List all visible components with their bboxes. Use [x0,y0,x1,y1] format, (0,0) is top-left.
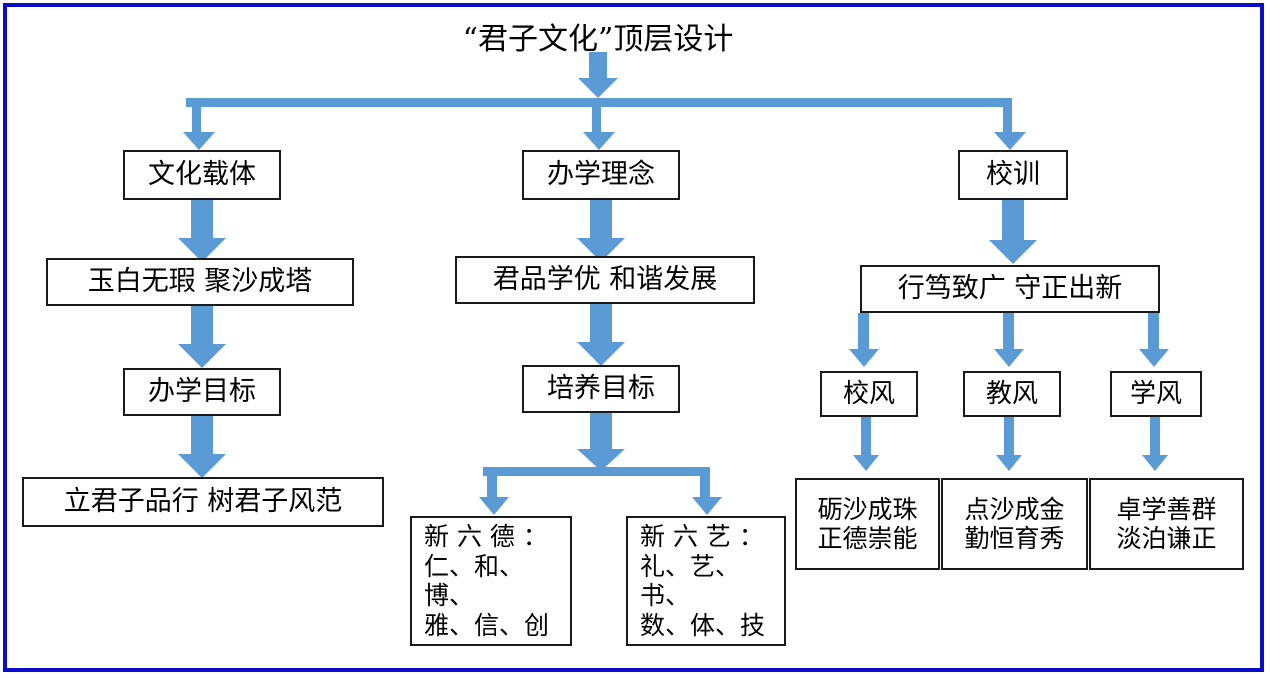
arrow-to-study-spirit [1139,313,1175,371]
node-junzi-conduct[interactable]: 立君子品行 树君子风范 [22,477,384,527]
arrow-culture-carrier-to-jade [178,200,226,262]
node-teaching-spirit-text[interactable]: 点沙成金 勤恒育秀 [941,478,1088,570]
arrow-philosophy-to-junpin [577,200,625,262]
node-xingdu-zhiguang[interactable]: 行笃致广 守正出新 [860,265,1160,313]
node-school-spirit-label[interactable]: 校风 [820,371,918,417]
arrow-junpin-to-cultivation [577,304,625,366]
cultivation-bus-bar [483,467,706,476]
node-study-spirit-text[interactable]: 卓学善群 淡泊谦正 [1089,478,1244,570]
node-culture-carrier[interactable]: 文化载体 [123,150,281,200]
arrow-to-culture-carrier [183,98,218,150]
arrow-study-spirit-to-text [1142,417,1172,475]
node-school-motto[interactable]: 校训 [958,150,1068,200]
page-title: “君子文化”顶层设计 [462,22,734,57]
arrow-jade-to-school-goal [178,306,226,368]
arrow-school-spirit-to-text [853,417,883,475]
node-cultivation-goal[interactable]: 培养目标 [522,365,680,413]
node-jade-pure[interactable]: 玉白无瑕 聚沙成塔 [46,258,354,306]
node-school-philosophy[interactable]: 办学理念 [522,150,680,200]
arrow-school-goal-to-conduct [178,416,226,478]
node-study-spirit-label[interactable]: 学风 [1110,371,1202,417]
arrow-to-new-six-virtues [479,467,515,517]
node-school-goal[interactable]: 办学目标 [123,368,281,416]
arrow-to-teaching-spirit [994,313,1030,371]
node-school-spirit-text[interactable]: 砺沙成珠 正德崇能 [795,478,940,570]
node-new-six-arts[interactable]: 新 六 艺 ： 礼、艺、书、 数、体、技 [626,516,786,646]
node-teaching-spirit-label[interactable]: 教风 [963,371,1061,417]
arrow-to-new-six-arts [692,467,728,517]
arrow-cultivation-to-split [577,413,625,473]
arrow-teaching-spirit-to-text [996,417,1026,475]
arrow-to-school-motto [994,98,1029,150]
arrow-motto-to-xingdu [989,200,1037,266]
node-new-six-virtues[interactable]: 新 六 德 ： 仁、和、博、 雅、信、创 [410,516,572,646]
arrow-root-down [578,52,618,98]
arrow-to-school-philosophy [583,98,618,150]
node-junpin-xueyou[interactable]: 君品学优 和谐发展 [455,256,755,304]
arrow-to-school-spirit [849,313,885,371]
